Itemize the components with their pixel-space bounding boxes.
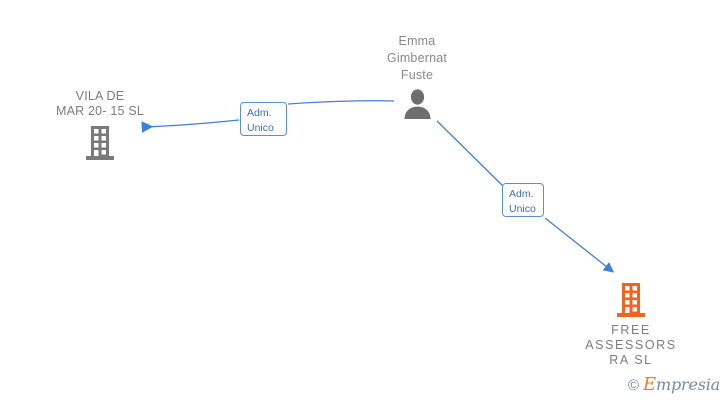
edge-line-badge-right-to-free-assessors — [544, 217, 615, 273]
company-node-vila-de-mar[interactable] — [86, 125, 114, 161]
person-icon — [404, 89, 431, 119]
building-icon — [617, 283, 645, 317]
company-node-free-assessors-ra[interactable] — [617, 282, 645, 318]
empresia-watermark: © Empresia — [628, 376, 720, 394]
brand-logo-text: Empresia — [643, 376, 720, 394]
edge-line-emma-to-badge-right — [436, 120, 504, 187]
node-label-free-assessors-ra: FREE ASSESSORS RA SL — [585, 323, 677, 367]
node-label-vila-de-mar: VILA DE MAR 20- 15 SL — [55, 89, 145, 118]
edge-line-badge-left-to-vila-de-mar — [141, 119, 240, 133]
brand-logo-rest: mpresia — [656, 375, 720, 394]
copyright-icon: © — [627, 376, 640, 394]
brand-logo-lead-letter: E — [643, 374, 656, 395]
edge-line-emma-to-badge-left — [287, 100, 395, 105]
building-icon — [86, 126, 114, 160]
node-label-emma-gimbernat-fuste: Emma Gimbernat Fuste — [386, 34, 448, 82]
relation-badge-adm-unico-free-assessors[interactable]: Adm. Unico — [502, 183, 544, 217]
person-node-emma-gimbernat-fuste[interactable] — [403, 89, 432, 119]
relation-badge-adm-unico-vila-de-mar[interactable]: Adm. Unico — [240, 102, 287, 136]
